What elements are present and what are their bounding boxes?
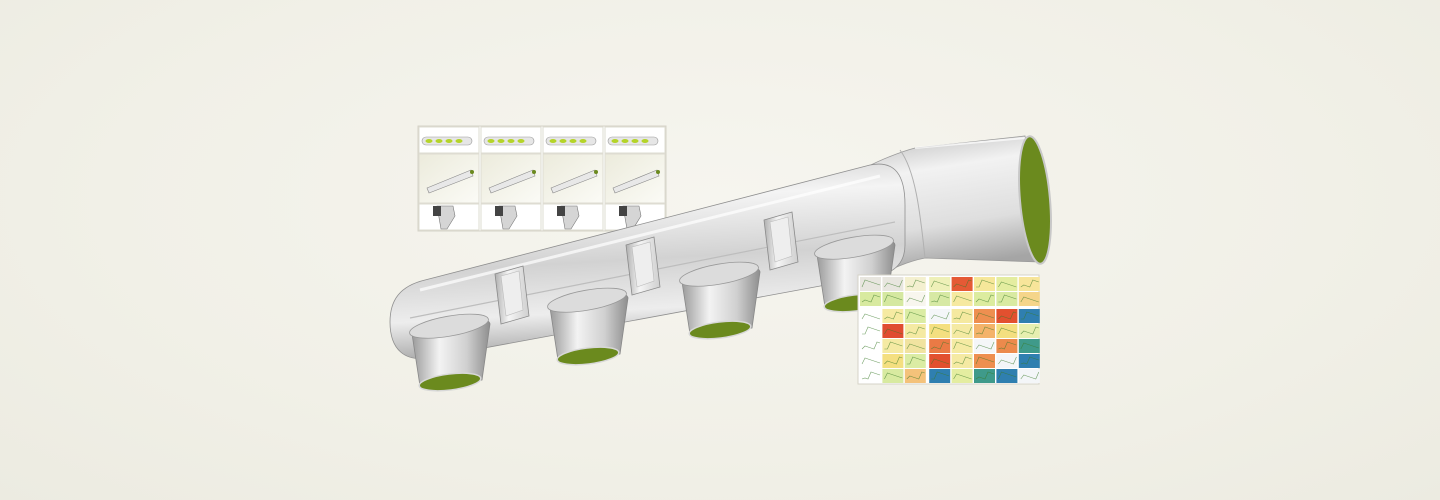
matrix-cell bbox=[860, 292, 881, 306]
matrix-cell bbox=[996, 324, 1018, 338]
matrix-cell bbox=[974, 354, 995, 368]
matrix-cell bbox=[860, 354, 881, 368]
matrix-cell bbox=[904, 369, 926, 383]
matrix-cell bbox=[974, 277, 995, 291]
thumbnail-column-1 bbox=[418, 126, 480, 231]
matrix-cell bbox=[1018, 309, 1040, 323]
runner-port-1 bbox=[409, 313, 491, 392]
matrix-cell bbox=[996, 339, 1018, 353]
matrix-cell bbox=[882, 324, 904, 338]
matrix-cell bbox=[882, 369, 904, 383]
matrix-cell bbox=[860, 277, 881, 291]
matrix-cell bbox=[882, 277, 904, 291]
matrix-cell bbox=[996, 354, 1018, 368]
matrix-cell bbox=[929, 369, 951, 383]
matrix-cell bbox=[929, 292, 951, 306]
matrix-cell bbox=[974, 339, 995, 353]
matrix-cell bbox=[951, 292, 973, 306]
matrix-cell bbox=[951, 277, 973, 291]
matrix-cell bbox=[974, 369, 995, 383]
matrix-cell bbox=[1018, 324, 1040, 338]
matrix-cell bbox=[1018, 277, 1040, 291]
matrix-cell bbox=[929, 354, 951, 368]
matrix-cell bbox=[996, 309, 1018, 323]
outlet-port-face bbox=[1018, 135, 1052, 265]
matrix-cell bbox=[951, 309, 973, 323]
matrix-cell bbox=[929, 339, 951, 353]
runner-port-3 bbox=[679, 261, 761, 340]
matrix-cell bbox=[904, 324, 926, 338]
matrix-cell bbox=[974, 292, 995, 306]
matrix-cell bbox=[996, 277, 1018, 291]
matrix-plot bbox=[857, 274, 1040, 385]
matrix-cell bbox=[951, 324, 973, 338]
matrix-cell bbox=[860, 309, 881, 323]
thumbnail-column-2 bbox=[480, 126, 542, 231]
matrix-cell bbox=[882, 339, 904, 353]
matrix-cell bbox=[996, 292, 1018, 306]
thumbnail-panel bbox=[417, 125, 667, 232]
port-face bbox=[556, 346, 620, 366]
port-face bbox=[688, 320, 752, 340]
matrix-cell bbox=[882, 354, 904, 368]
matrix-cell bbox=[929, 324, 951, 338]
manifold-model bbox=[389, 135, 1052, 392]
matrix-cell bbox=[904, 309, 926, 323]
matrix-cell bbox=[904, 277, 926, 291]
matrix-cell bbox=[882, 292, 904, 306]
matrix-cell bbox=[996, 369, 1018, 383]
matrix-cell bbox=[1018, 292, 1040, 306]
matrix-cell bbox=[951, 339, 973, 353]
matrix-cell bbox=[1018, 369, 1040, 383]
matrix-cell bbox=[1018, 354, 1040, 368]
matrix-cell bbox=[974, 324, 995, 338]
matrix-cell bbox=[904, 339, 926, 353]
matrix-cell bbox=[951, 369, 973, 383]
matrix-cell bbox=[974, 309, 995, 323]
matrix-cell bbox=[860, 339, 881, 353]
port-face bbox=[418, 372, 482, 392]
matrix-cell bbox=[882, 309, 904, 323]
matrix-cell bbox=[860, 369, 881, 383]
matrix-cell bbox=[951, 354, 973, 368]
thumbnail-column-4 bbox=[604, 126, 666, 231]
matrix-cell bbox=[929, 309, 951, 323]
matrix-cell bbox=[860, 324, 881, 338]
mounting-boss-3 bbox=[763, 211, 799, 271]
thumbnail-column-3 bbox=[542, 126, 604, 231]
runner-port-2 bbox=[547, 287, 629, 366]
mounting-boss-1 bbox=[494, 265, 530, 325]
matrix-cell bbox=[1018, 339, 1040, 353]
matrix-cell bbox=[904, 354, 926, 368]
mounting-boss-2 bbox=[625, 236, 661, 296]
matrix-cell bbox=[929, 277, 951, 291]
matrix-cell bbox=[904, 292, 926, 306]
